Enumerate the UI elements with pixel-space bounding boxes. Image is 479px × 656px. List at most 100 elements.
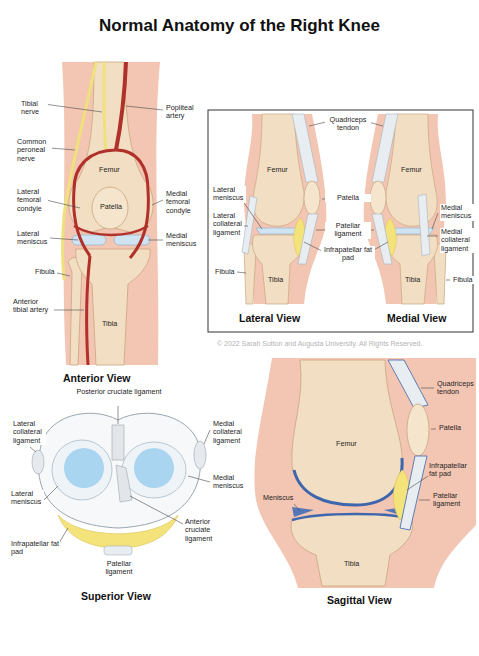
leader-line [431, 429, 436, 430]
part-label: Medial meniscus [165, 232, 199, 249]
tibia-bone [291, 514, 413, 586]
part-label: Meniscus [262, 494, 294, 502]
part-label: Femur [400, 166, 423, 174]
view-title: Superior View [80, 590, 152, 602]
skin [364, 114, 446, 304]
part-label: Lateral femoral condyle [16, 188, 48, 213]
part-label: Patella [325, 194, 371, 202]
patellar-ligament [372, 214, 392, 264]
leader-line [148, 240, 163, 241]
collateral-ligament [32, 450, 44, 474]
part-label: Lateral meniscus [16, 230, 50, 247]
articular-surface [64, 448, 104, 488]
part-label: Tibia [267, 276, 284, 284]
collateral-ligament [418, 194, 430, 256]
leader-line [118, 406, 119, 424]
femur-bone [292, 360, 402, 505]
part-label: Quadriceps tendon [325, 116, 371, 133]
part-label: Lateral collateral ligament [212, 212, 244, 237]
meniscus [114, 235, 150, 245]
cartilage [292, 514, 412, 520]
leader-line [152, 200, 163, 205]
part-label: Infrapatellar fat pad [428, 462, 476, 479]
cruciate-ligament [116, 465, 132, 502]
part-label: Medial collateral ligament [212, 420, 248, 445]
patellar-ligament [104, 546, 132, 555]
artery [74, 226, 148, 235]
lateral-view [242, 114, 326, 304]
artery [87, 256, 90, 365]
page-title: Normal Anatomy of the Right Knee [0, 16, 479, 36]
part-label: Femur [335, 440, 358, 448]
view-title: Lateral View [238, 312, 301, 324]
part-label: Medial collateral ligament [440, 228, 474, 253]
cartilage [294, 458, 402, 505]
part-label: Patellar ligament [96, 560, 142, 577]
patellar-ligament [298, 214, 318, 264]
anterior-view [62, 62, 160, 365]
part-label: Medial meniscus [440, 204, 474, 221]
part-label: Tibia [101, 320, 118, 328]
part-label: Anterior cruciate ligament [184, 518, 220, 543]
leader-line [446, 280, 450, 281]
part-label: Lateral collateral ligament [12, 420, 46, 445]
artery [116, 62, 126, 150]
leader-line [419, 500, 430, 501]
view-title: Medial View [386, 312, 447, 324]
femur-bone [69, 62, 153, 233]
leader-line [46, 200, 80, 208]
superior-view [32, 413, 206, 555]
leader-line [44, 104, 102, 112]
part-label: Medial meniscus [212, 474, 248, 491]
patella-bone [92, 187, 128, 229]
patella-bone [304, 181, 320, 215]
part-label: Posterior cruciate ligament [73, 388, 165, 396]
skin [62, 62, 160, 365]
nerve [104, 62, 106, 150]
part-label: Quadriceps tendon [436, 380, 476, 397]
part-label: Tibia [404, 276, 421, 284]
tibia-bone [76, 249, 151, 365]
leader-line [44, 486, 58, 500]
part-label: Patellar ligament [432, 492, 474, 509]
part-label: Lateral meniscus [10, 490, 44, 507]
part-label: Infrapatellar fat pad [321, 246, 375, 263]
leader-line [237, 272, 246, 273]
leader-line [432, 213, 438, 229]
leader-lines [30, 104, 450, 548]
part-label: Lateral meniscus [212, 186, 246, 203]
skin [254, 358, 476, 588]
part-label: Tibial nerve [20, 100, 48, 117]
patella-bone [370, 181, 386, 215]
part-label: Patella [99, 203, 123, 211]
collateral-ligament [194, 441, 206, 469]
panel-frame [208, 110, 473, 332]
part-label: Anterior tibial artery [12, 298, 54, 315]
sagittal-view [254, 358, 476, 588]
leader-line [427, 236, 438, 237]
leader-line [188, 476, 210, 482]
leader-line [126, 106, 163, 110]
meniscus [292, 507, 314, 517]
patella-bone [407, 404, 429, 456]
medial-view [364, 114, 446, 304]
leader-line [294, 504, 300, 511]
leader-line [244, 226, 248, 227]
leader-line [204, 430, 210, 444]
part-label: Common peroneal nerve [16, 138, 52, 163]
meniscus [52, 440, 112, 500]
part-label: Patellar ligament [325, 222, 371, 239]
part-label: Tibia [343, 560, 360, 568]
view-title: Anterior View [62, 372, 132, 384]
articular-surface [134, 448, 174, 488]
fat-pad [58, 515, 178, 548]
view-title: Sagittal View [326, 594, 393, 606]
leader-line [407, 476, 428, 490]
leader-line [309, 122, 326, 126]
meniscus [122, 442, 186, 498]
leader-line [54, 310, 84, 311]
skin [244, 114, 326, 304]
part-label: Fibula [214, 268, 236, 276]
leader-line [421, 388, 434, 389]
